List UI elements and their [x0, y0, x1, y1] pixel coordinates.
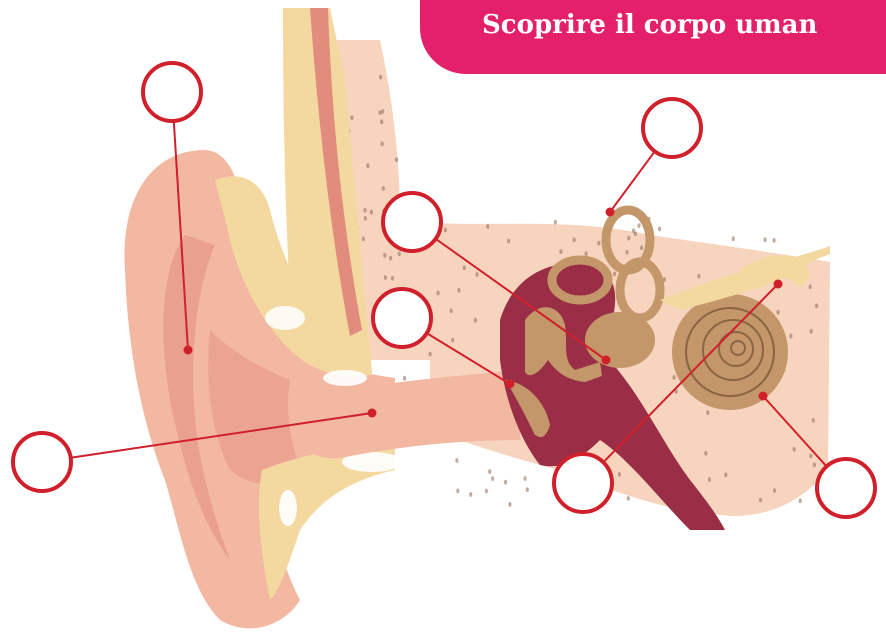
- bone-dot: [366, 163, 369, 168]
- bone-dot: [813, 463, 816, 468]
- bone-dot: [697, 274, 700, 279]
- callout-eustachian-tube-anchor: [774, 280, 783, 289]
- bone-dot: [526, 487, 529, 492]
- bone-dot: [370, 210, 373, 215]
- bone-dot: [455, 458, 458, 463]
- bone-dot: [764, 237, 767, 242]
- callout-semicircular-canals-leader: [610, 151, 655, 212]
- bone-dot: [809, 284, 812, 289]
- cartilage-highlight-2: [323, 370, 367, 386]
- bone-dot: [799, 498, 802, 503]
- bone-dot: [789, 334, 792, 339]
- bone-dot: [474, 318, 477, 323]
- bone-dot: [363, 208, 366, 213]
- bone-dot: [475, 272, 478, 277]
- bone-dot: [759, 498, 762, 503]
- bone-dot: [507, 239, 510, 244]
- bone-dot: [450, 308, 453, 313]
- bone-dot: [627, 496, 630, 501]
- callout-cochlea-anchor: [759, 392, 768, 401]
- bone-dot: [773, 238, 776, 243]
- bone-dot: [469, 492, 472, 497]
- bone-dot: [637, 223, 640, 228]
- bone-dot: [613, 272, 616, 277]
- bone-dot: [380, 119, 383, 124]
- bone-dot: [585, 251, 588, 256]
- bone-dot: [708, 477, 711, 482]
- callout-ossicles[interactable]: [383, 193, 441, 251]
- bone-dot: [437, 291, 440, 296]
- cartilage-highlight-1: [265, 306, 305, 330]
- bone-dot: [463, 265, 466, 270]
- bone-dot: [451, 338, 454, 343]
- bone-dot: [625, 250, 628, 255]
- bone-dot: [364, 216, 367, 221]
- bone-dot: [381, 109, 384, 114]
- bone-dot: [777, 310, 780, 315]
- bone-dot: [429, 352, 432, 357]
- bone-dot: [597, 241, 600, 246]
- bone-dot: [362, 236, 365, 241]
- callout-eustachian-tube[interactable]: [554, 454, 612, 512]
- bone-dot: [658, 227, 661, 232]
- bone-dot: [444, 228, 447, 233]
- cochlea: [672, 294, 788, 410]
- bone-dot: [508, 502, 511, 507]
- bone-dot: [704, 451, 707, 456]
- bone-dot: [640, 245, 643, 250]
- callout-semicircular-canals-anchor: [606, 208, 615, 217]
- bone-dot: [573, 238, 576, 243]
- callout-cochlea[interactable]: [817, 459, 875, 517]
- callout-eardrum[interactable]: [373, 289, 431, 347]
- callout-ear-canal[interactable]: [13, 433, 71, 491]
- bone-dot: [815, 303, 818, 308]
- bone-dot: [488, 469, 491, 474]
- bone-dot: [381, 142, 384, 147]
- bone-dot: [382, 186, 385, 191]
- bone-dot: [395, 157, 398, 162]
- bone-dot: [632, 228, 635, 233]
- bone-dot: [793, 447, 796, 452]
- bone-dot: [403, 376, 406, 381]
- bone-dot: [724, 473, 727, 478]
- bone-dot: [384, 275, 387, 280]
- callout-ossicles-anchor: [602, 356, 611, 365]
- bone-dot: [389, 256, 392, 261]
- bone-dot: [457, 288, 460, 293]
- bone-dot: [706, 410, 709, 415]
- bone-dot: [504, 480, 507, 485]
- bone-dot: [732, 236, 735, 241]
- bone-dot: [391, 276, 394, 281]
- callout-semicircular-canals[interactable]: [643, 99, 701, 157]
- bone-dot: [456, 489, 459, 494]
- callout-auricle[interactable]: [143, 63, 201, 121]
- callout-ear-canal-anchor: [368, 409, 377, 418]
- callout-eardrum-anchor: [506, 380, 515, 389]
- bone-dot: [812, 418, 815, 423]
- cartilage-highlight-4: [279, 490, 297, 526]
- bone-dot: [627, 236, 630, 241]
- bone-dot: [398, 251, 401, 256]
- vestibule: [585, 312, 655, 368]
- bone-dot: [383, 253, 386, 258]
- bone-dot: [491, 476, 494, 481]
- bone-dot: [524, 476, 527, 481]
- bone-dot: [559, 249, 562, 254]
- bone-dot: [486, 224, 489, 229]
- bone-dot: [485, 489, 488, 494]
- bone-dot: [809, 454, 812, 459]
- bone-dot: [672, 375, 675, 380]
- bone-dot: [378, 110, 381, 115]
- bone-dot: [810, 329, 813, 334]
- bone-dot: [554, 220, 557, 225]
- callout-auricle-anchor: [184, 346, 193, 355]
- bone-dot: [379, 75, 382, 80]
- bone-dot: [618, 472, 621, 477]
- bone-dot: [773, 488, 776, 493]
- bone-dot: [350, 115, 353, 120]
